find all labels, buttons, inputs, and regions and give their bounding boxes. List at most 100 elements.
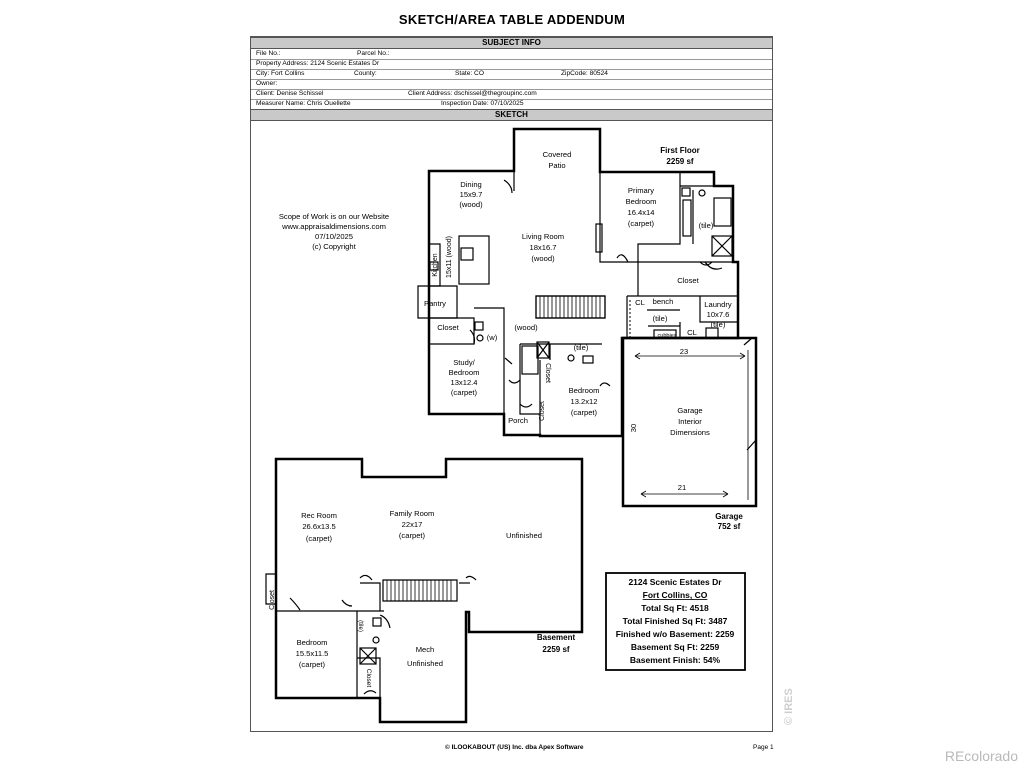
info-row-owner: Owner: xyxy=(251,79,772,90)
hall-wood-label: (wood) xyxy=(514,323,538,332)
bench-label: bench xyxy=(653,297,674,306)
bedroom2-name: Bedroom xyxy=(569,386,600,395)
bsmt-bath-tile: (tile) xyxy=(357,620,363,632)
garage-dim-top: 23 xyxy=(680,347,688,356)
summary-address: 2124 Scenic Estates Dr xyxy=(628,577,722,587)
addendum-frame xyxy=(250,36,773,732)
covered-patio-line-2: Patio xyxy=(548,161,565,170)
kitchen-dim: 15x11 (wood) xyxy=(446,236,453,278)
scope-note: Scope of Work is on our Website www.appr… xyxy=(279,212,389,251)
info-row-city: City: Fort Collins County: State: CO Zip… xyxy=(251,69,772,80)
parcel-no: Parcel No.: xyxy=(357,50,390,57)
garage-area: 752 sf xyxy=(718,522,741,531)
summary-city: Fort Collins, CO xyxy=(643,590,708,600)
first-floor-label: First Floor xyxy=(660,146,700,155)
bsmt-bedroom-dim: 15.5x11.5 xyxy=(296,649,329,658)
garage-label: Garage xyxy=(715,512,743,521)
bsmt-closet-label: Closet xyxy=(269,590,276,610)
bsmt-bath-closet: Closet xyxy=(365,669,372,688)
bedroom2-dim: 13.2x12 xyxy=(570,397,597,406)
study-closet-label: Closet xyxy=(437,323,459,332)
bed2-closet-a: Closet xyxy=(544,363,551,383)
ires-watermark: © IRES xyxy=(783,688,795,725)
family-room-floor: (carpet) xyxy=(399,531,426,540)
mudroom-tile: (tile) xyxy=(653,314,668,323)
unfinished-label: Unfinished xyxy=(506,531,542,540)
scope-line-4: (c) Copyright xyxy=(312,242,356,251)
living-dim: 18x16.7 xyxy=(529,243,556,252)
kitchen-label: Kitchen xyxy=(432,253,439,276)
property-address: Property Address: 2124 Scenic Estates Dr xyxy=(256,60,380,67)
study-line-1: Study/ xyxy=(453,358,475,367)
study-line-2: Bedroom xyxy=(449,368,480,377)
dining-dim: 15x9.7 xyxy=(460,190,483,199)
garage-interior-1: Garage xyxy=(677,406,702,415)
garage-dim-side: 30 xyxy=(629,424,638,432)
summary-basement-finish: Basement Finish: 54% xyxy=(630,655,721,665)
primary-floor: (carpet) xyxy=(628,219,655,228)
subject-info-header: SUBJECT INFO xyxy=(250,37,773,49)
file-no: File No.: xyxy=(256,50,281,57)
bsmt-bedroom-name: Bedroom xyxy=(297,638,328,647)
rec-room-name: Rec Room xyxy=(301,511,337,520)
mech-name: Mech xyxy=(416,645,435,654)
basement-outline xyxy=(274,457,584,724)
bedroom2-floor: (carpet) xyxy=(571,408,598,417)
primary-bath-tile: (tile) xyxy=(699,221,714,230)
state: State: CO xyxy=(455,70,484,77)
covered-patio-line-1: Covered xyxy=(543,150,572,159)
rec-room-dim: 26.6x13.5 xyxy=(302,522,335,531)
summary-text: 2124 Scenic Estates Dr Fort Collins, CO … xyxy=(616,577,735,665)
county: County: xyxy=(354,70,377,77)
bed2-closet-b: Closet xyxy=(539,401,546,421)
mech-unfinished: Unfinished xyxy=(407,659,443,668)
primary-line-1: Primary xyxy=(628,186,654,195)
cl-label-2: CL xyxy=(687,328,697,337)
w-label: (w) xyxy=(487,333,498,342)
study-dim: 13x12.4 xyxy=(450,378,477,387)
first-floor-outline xyxy=(427,127,740,438)
dining-name: Dining xyxy=(460,180,482,189)
garage-interior-3: Dimensions xyxy=(670,428,710,437)
bsmt-bedroom-floor: (carpet) xyxy=(299,660,326,669)
client-address: Client Address: dschissel@thegroupinc.co… xyxy=(408,90,537,97)
basement-label: Basement xyxy=(537,633,576,642)
footer-page: Page 1 xyxy=(753,744,774,751)
laundry-name: Laundry xyxy=(704,300,732,309)
info-row-file: File No.: Parcel No.: xyxy=(251,49,772,60)
cl-label-1: CL xyxy=(635,298,645,307)
info-row-client: Client: Denise Schissel Client Address: … xyxy=(251,89,772,100)
city: City: Fort Collins xyxy=(256,70,305,77)
family-room-name: Family Room xyxy=(390,509,435,518)
garage-interior-2: Interior xyxy=(678,417,702,426)
basement-area: 2259 sf xyxy=(542,645,569,654)
inspection-date: Inspection Date: 07/10/2025 xyxy=(441,100,524,107)
porch-label: Porch xyxy=(508,416,528,425)
summary-finished-wo-basement: Finished w/o Basement: 2259 xyxy=(616,629,735,639)
pantry-label: Pantry xyxy=(424,299,446,308)
scope-line-1: Scope of Work is on our Website xyxy=(279,212,389,221)
dining-floor: (wood) xyxy=(459,200,483,209)
primary-line-2: Bedroom xyxy=(626,197,657,206)
sketch-header: SKETCH xyxy=(250,109,773,121)
summary-basement-sqft: Basement Sq Ft: 2259 xyxy=(631,642,720,652)
owner: Owner: xyxy=(256,80,278,87)
primary-closet: Closet xyxy=(677,276,699,285)
measurer: Measurer Name: Chris Ouellette xyxy=(256,100,351,107)
client: Client: Denise Schissel xyxy=(256,90,324,97)
living-floor: (wood) xyxy=(531,254,555,263)
zip-code: ZipCode: 80524 xyxy=(561,70,608,77)
document-title: SKETCH/AREA TABLE ADDENDUM xyxy=(398,12,626,27)
living-name: Living Room xyxy=(522,232,564,241)
footer-copyright: © ILOOKABOUT (US) Inc. dba Apex Software xyxy=(445,744,584,751)
scope-line-3: 07/10/2025 xyxy=(315,232,353,241)
cubbies-label: cubbies xyxy=(658,333,677,339)
first-floor-area: 2259 sf xyxy=(666,157,693,166)
rec-room-floor: (carpet) xyxy=(306,534,333,543)
info-row-address: Property Address: 2124 Scenic Estates Dr xyxy=(251,59,772,70)
laundry-floor: (tile) xyxy=(711,320,726,329)
summary-total-finished: Total Finished Sq Ft: 3487 xyxy=(623,616,728,626)
summary-box xyxy=(605,572,746,671)
